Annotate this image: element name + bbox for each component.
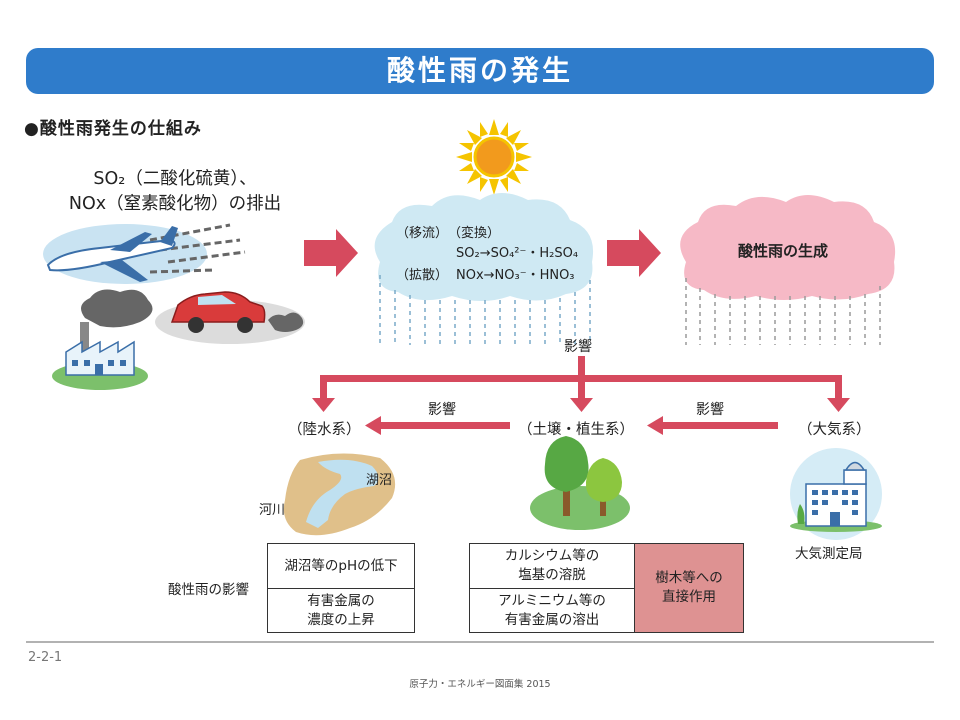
emission-line-1: SO₂（二酸化硫黄）、 (93, 169, 257, 189)
acid-rain-cloud (680, 195, 896, 345)
reaction-sulfur: SO₂→SO₄²⁻・H₂SO₄ (456, 246, 579, 261)
emission-caption: SO₂（二酸化硫黄）、 NOx（窒素酸化物）の排出 (60, 167, 290, 217)
acid-rain-generation-label: 酸性雨の生成 (738, 242, 829, 260)
car-icon (155, 291, 305, 344)
effect-direct-on-trees: 樹木等への 直接作用 (634, 543, 744, 633)
influence-label-left: 影響 (428, 402, 456, 418)
factory-icon (52, 289, 153, 390)
reaction-nitrogen: NOx→NO₃⁻・HNO₃ (456, 268, 575, 283)
flow-arrow-2 (607, 229, 661, 277)
system-air-label: （大気系） (798, 422, 871, 438)
diffusion-label: （拡散） (396, 268, 449, 283)
monitoring-station-icon (790, 448, 882, 540)
effect-base-leaching: カルシウム等の 塩基の溶脱 (469, 543, 635, 589)
flow-arrow-1 (304, 229, 358, 277)
page-number: 2-2-1 (28, 650, 63, 665)
transport-cloud (374, 193, 594, 345)
river-lake-icon (283, 453, 396, 536)
conversion-label: （変換） (448, 226, 501, 241)
lake-label: 湖沼 (366, 473, 393, 488)
effect-metal-leaching: アルミニウム等の 有害金属の溶出 (469, 588, 635, 633)
monitoring-station-label: 大気測定局 (795, 546, 863, 562)
airplane-icon (43, 223, 246, 284)
influence-arrows (312, 356, 850, 435)
effect-ph-drop: 湖沼等のpHの低下 (267, 543, 415, 589)
influence-label-right: 影響 (696, 402, 724, 418)
river-label: 河川 (259, 503, 286, 518)
system-soil-label: （土壌・植生系） (518, 422, 634, 438)
emission-line-2: NOx（窒素酸化物）の排出 (68, 194, 282, 214)
transport-label: （移流） (396, 226, 449, 241)
influence-label-top: 影響 (564, 339, 592, 355)
page-title: 酸性雨の発生 (26, 48, 934, 94)
effect-metal-concentration: 有害金属の 濃度の上昇 (267, 588, 415, 633)
section-subtitle: ●酸性雨発生の仕組み (24, 119, 202, 139)
effects-label: 酸性雨の影響 (168, 582, 249, 598)
trees-icon (530, 436, 630, 530)
system-water-label: （陸水系） (288, 422, 361, 438)
source-caption: 原子力・エネルギー図面集 2015 (409, 679, 551, 690)
sun-icon (456, 119, 532, 195)
